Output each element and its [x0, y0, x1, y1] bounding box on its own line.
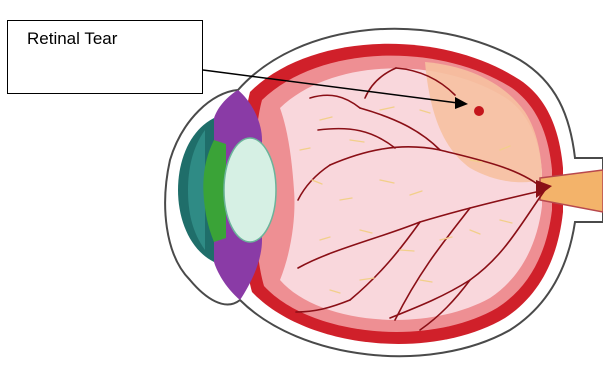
lens: [224, 138, 276, 242]
callout-label: Retinal Tear: [27, 29, 117, 49]
retinal-tear-spot: [474, 106, 484, 116]
